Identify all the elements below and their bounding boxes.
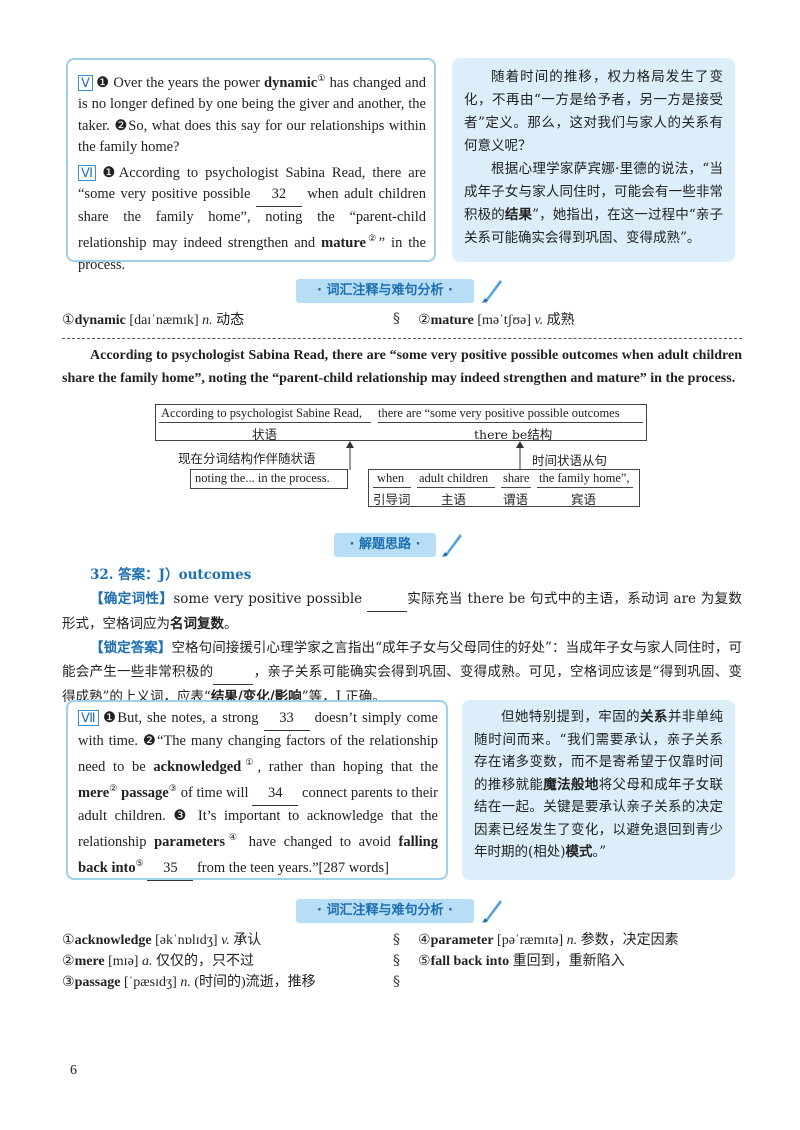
translation-paragraph: 根据心理学家萨宾娜·里德的说法，“当成年子女与家人同住时，可能会有一些非常积极的… bbox=[464, 161, 724, 246]
blank-33[interactable]: 33 bbox=[263, 708, 310, 731]
banner-dot-icon: · bbox=[448, 283, 453, 298]
divider-squiggle-icon: §§§ bbox=[393, 932, 400, 990]
clause-when: when bbox=[377, 471, 405, 485]
vocab-item: ②mature [məˈtʃʊə] v. 成熟 bbox=[418, 313, 575, 328]
answer-step-2: 【锁定答案】空格句间接援引心理学家之言指出“成年子女与父母同住的好处”：当成年子… bbox=[62, 640, 743, 705]
vocab-item: ①dynamic [daɪˈnæmɪk] n. 动态 bbox=[62, 313, 245, 328]
solution-banner: · 解题思路 · bbox=[334, 533, 436, 557]
vocab-item: ⑤fall back into 重回到，重新陷入 bbox=[418, 954, 625, 969]
banner-dot-icon: · bbox=[317, 283, 322, 298]
translation-paragraph: 但她特别提到，牢固的关系并非单纯随时间而来。“我们需要承认，亲子关系存在诸多变数… bbox=[474, 709, 724, 860]
vocab-banner: · 词汇注释与难句分析 · bbox=[296, 279, 474, 303]
blank-32[interactable]: 32 bbox=[255, 184, 302, 207]
vocab-list-right: ④parameter [pəˈræmɪtə] n. 参数，决定因素 ⑤fall … bbox=[418, 930, 738, 972]
clause-verb: share bbox=[503, 471, 530, 485]
diagram-noting-box: noting the... in the process. bbox=[190, 469, 348, 489]
clause-object: the family home”, bbox=[539, 471, 630, 485]
paragraph-tag: Ⅵ bbox=[78, 164, 96, 181]
keyword-acknowledged: acknowledged bbox=[153, 758, 242, 775]
diagram-clause-box: when adult children share the family hom… bbox=[368, 469, 640, 507]
diagram-top-right-text: there are “some very positive possible o… bbox=[378, 406, 620, 420]
blank-34[interactable]: 34 bbox=[252, 783, 299, 806]
pen-icon bbox=[482, 900, 502, 923]
banner-dot-icon: · bbox=[415, 537, 421, 552]
keyword-falling-back-into: falling back into bbox=[78, 833, 438, 877]
label-adverbial: 状语 bbox=[252, 427, 278, 442]
vocab-item: ③passage [ˈpæsɪdʒ] n. (时间的)流逝，推移 bbox=[62, 975, 316, 990]
pen-icon bbox=[442, 534, 462, 557]
divider-squiggle-icon: § bbox=[393, 311, 400, 327]
answer-block: 32. 答案：J）outcomes 【确定词性】some very positi… bbox=[62, 563, 742, 709]
page-number: 6 bbox=[70, 1063, 77, 1078]
label-there-be: there be结构 bbox=[474, 427, 553, 442]
diagram-top-box: According to psychologist Sabine Read, t… bbox=[155, 404, 647, 442]
dashed-divider bbox=[62, 338, 742, 339]
banner-dot-icon: · bbox=[317, 903, 322, 918]
answer-title: 32. 答案：J）outcomes bbox=[90, 567, 252, 583]
translation-paragraph: 随着时间的推移，权力格局发生了变化，不再由“一方是给予者，另一方是接受者”定义。… bbox=[464, 69, 723, 154]
keyword-dynamic: dynamic bbox=[264, 74, 318, 91]
banner-dot-icon: · bbox=[349, 537, 355, 552]
label-time-clause: 时间状语从句 bbox=[532, 453, 608, 468]
vocab-item: ②mere [mɪə] a. 仅仅的，只不过 bbox=[62, 954, 254, 969]
pen-icon bbox=[482, 280, 502, 303]
vocab-item: ④parameter [pəˈræmɪtə] n. 参数，决定因素 bbox=[418, 933, 679, 948]
blank-35[interactable]: 35 bbox=[147, 858, 194, 881]
vocab-list-left: ①acknowledge [əkˈnɒlɪdʒ] v. 承认 ②mere [mɪ… bbox=[62, 930, 382, 993]
keyword-passage: passage bbox=[121, 785, 169, 802]
vocab-item: ①acknowledge [əkˈnɒlɪdʒ] v. 承认 bbox=[62, 933, 262, 948]
paragraph-tag: Ⅶ bbox=[78, 710, 99, 726]
clause-subject: adult children bbox=[419, 471, 489, 485]
answer-step-1: 【确定词性】some very positive possible 实际充当 t… bbox=[62, 587, 742, 636]
diagram-arrows bbox=[346, 441, 524, 470]
diagram-top-left-text: According to psychologist Sabine Read, bbox=[161, 406, 363, 420]
keyword-mature: mature bbox=[321, 235, 366, 252]
chinese-translation-box-2: 但她特别提到，牢固的关系并非单纯随时间而来。“我们需要承认，亲子关系存在诸多变数… bbox=[462, 700, 735, 880]
paragraph-tag: Ⅴ bbox=[78, 74, 93, 91]
keyword-parameters: parameters bbox=[154, 833, 225, 850]
vocab-banner: · 词汇注释与难句分析 · bbox=[296, 899, 474, 923]
underline bbox=[159, 422, 371, 423]
keyword-mere: mere bbox=[78, 785, 110, 802]
underline bbox=[378, 422, 643, 423]
chinese-translation-box-1: 随着时间的推移，权力格局发生了变化，不再由“一方是给予者，另一方是接受者”定义。… bbox=[452, 58, 735, 262]
banner-dot-icon: · bbox=[448, 903, 453, 918]
label-participle: 现在分词结构作伴随状语 bbox=[178, 451, 316, 466]
key-sentence: According to psychologist Sabina Read, t… bbox=[62, 348, 742, 386]
